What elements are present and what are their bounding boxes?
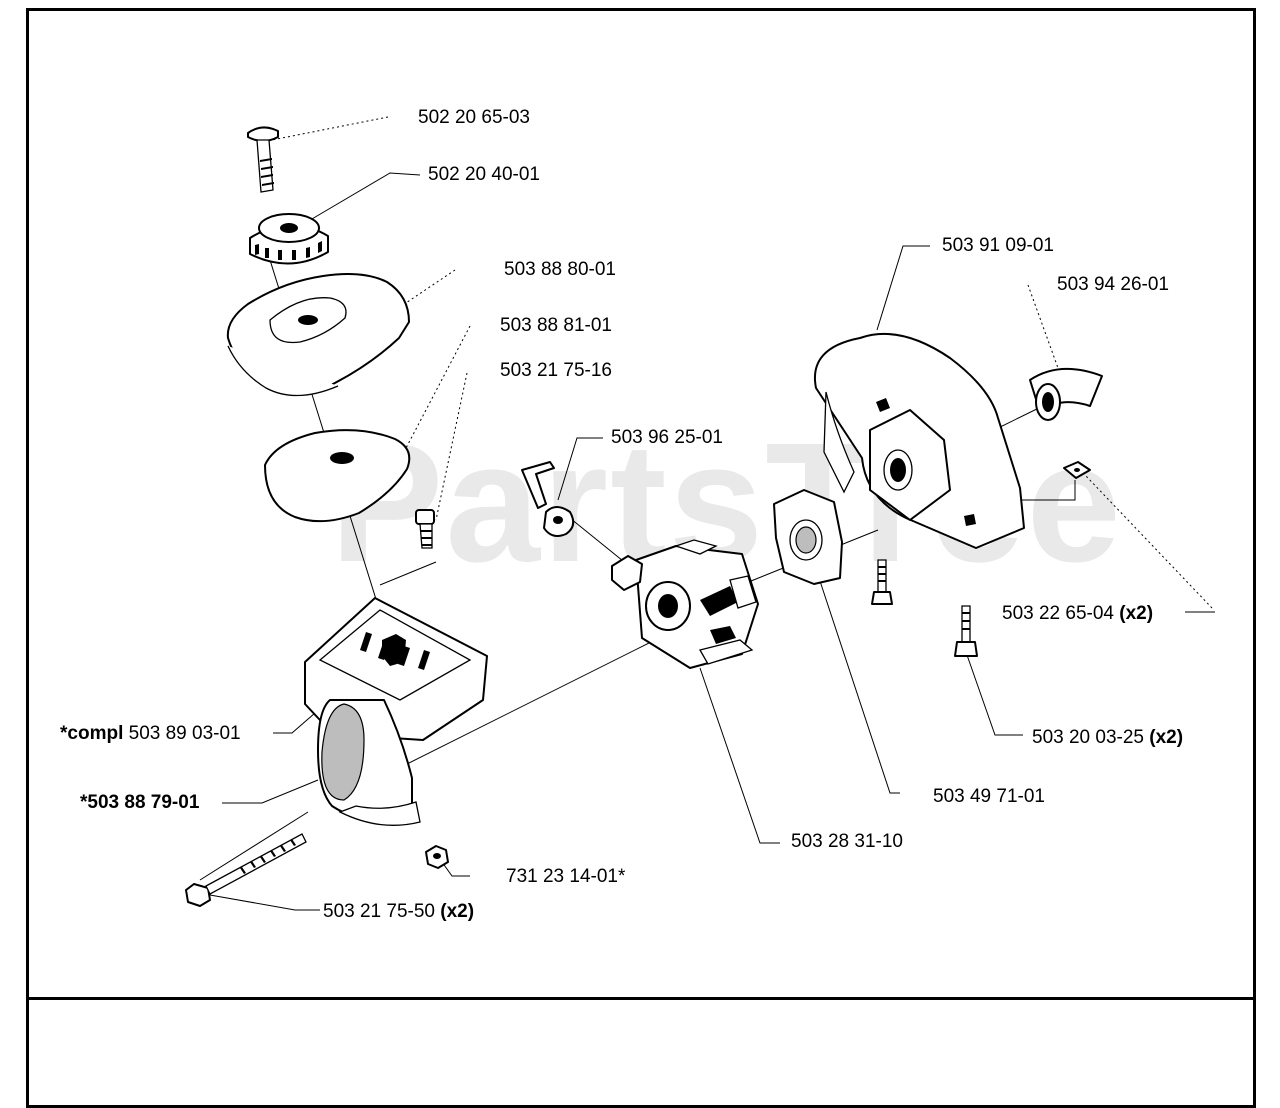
- choke-lever: [521, 461, 575, 537]
- part-label-503-22-65-04: 503 22 65-04 (x2): [1002, 603, 1154, 624]
- gasket: [773, 489, 843, 585]
- part-label-731-23-14-01: 731 23 14-01*: [506, 866, 626, 887]
- part-label-503-20-03-25: 503 20 03-25 (x2): [1032, 727, 1184, 748]
- nut: [425, 845, 449, 869]
- top-screw: [247, 126, 279, 193]
- filter-element: [264, 429, 411, 523]
- part-label-502-20-40-01: 502 20 40-01: [428, 164, 540, 185]
- knob: [249, 213, 329, 265]
- carburetor: [611, 539, 759, 669]
- part-label-503-88-81-01: 503 88 81-01: [500, 315, 612, 336]
- part-label-503-91-09-01: 503 91 09-01: [942, 235, 1054, 256]
- part-label-503-21-75-50: 503 21 75-50 (x2): [323, 901, 475, 922]
- part-label-502-20-65-03: 502 20 65-03: [418, 107, 530, 128]
- intake-cover: [814, 332, 1025, 549]
- bottom-rule: [26, 997, 1256, 1000]
- filter-housing: [304, 597, 488, 826]
- square-nut: [1063, 461, 1091, 479]
- intake-screws: [871, 559, 978, 657]
- exploded-parts-diagram: [185, 116, 1215, 911]
- sleeve: [1029, 367, 1103, 421]
- part-label-503-88-79-01: *503 88 79-01: [80, 792, 200, 813]
- part-label-503-21-75-16: 503 21 75-16: [500, 360, 612, 381]
- part-label-503-28-31-10: 503 28 31-10: [791, 831, 903, 852]
- part-label-503-94-26-01: 503 94 26-01: [1057, 274, 1169, 295]
- filter-cover: [226, 273, 410, 397]
- long-bolt: [185, 833, 307, 907]
- part-label-503-96-25-01: 503 96 25-01: [611, 427, 723, 448]
- part-label-503-89-03-01: *compl 503 89 03-01: [60, 723, 241, 744]
- part-label-503-88-80-01: 503 88 80-01: [504, 259, 616, 280]
- part-label-503-49-71-01: 503 49 71-01: [933, 786, 1045, 807]
- small-screw: [415, 509, 435, 549]
